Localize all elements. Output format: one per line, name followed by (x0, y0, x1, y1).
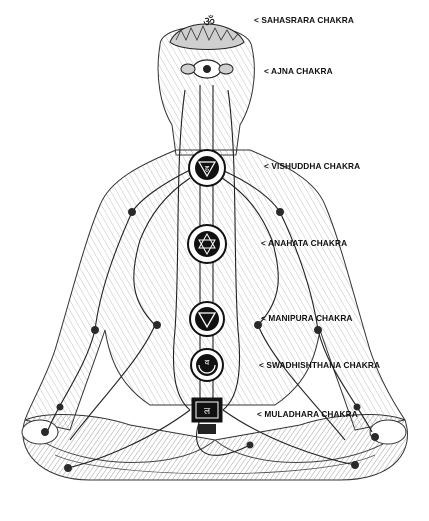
minor-nodes (41, 208, 379, 472)
om-symbol: ॐ (203, 15, 215, 30)
vishuddha-chakra: ह (188, 149, 226, 187)
manipura-chakra (189, 301, 225, 337)
muladhara-label: < MULADHARA CHAKRA (257, 409, 358, 419)
body-silhouette (21, 26, 408, 481)
manipura-label: < MANIPURA CHAKRA (261, 313, 353, 323)
sahasrara-label: < SAHASRARA CHAKRA (254, 15, 354, 25)
vishuddha-seed-symbol: ह (205, 164, 210, 173)
ajna-label: < AJNA CHAKRA (264, 66, 333, 76)
muladhara-chakra: ल (191, 397, 223, 434)
swadhishthana-chakra: व (190, 348, 224, 382)
anahata-chakra (187, 224, 227, 264)
swadhishthana-label: < SWADHISHTHANA CHAKRA (259, 360, 381, 370)
muladhara-seed-symbol: ल (204, 407, 211, 417)
sahasrara-chakra: ॐ (169, 15, 245, 50)
vishuddha-label: < VISHUDDHA CHAKRA (264, 161, 361, 171)
nadi-channels (47, 85, 373, 469)
ajna-chakra (180, 59, 234, 79)
anahata-label: < ANAHATA CHAKRA (261, 238, 348, 248)
swadhishthana-seed-symbol: व (205, 358, 210, 367)
